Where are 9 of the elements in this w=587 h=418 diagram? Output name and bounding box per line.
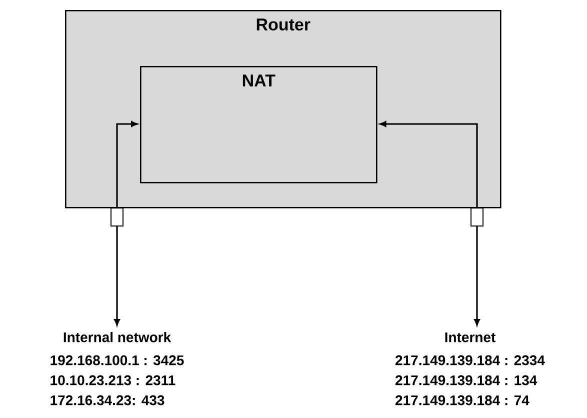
network-text: Internet 217.149.139.184 : 2334 217.149.139.184 : 134 217.149.139.184 : 74	[396, 332, 545, 406]
nat-box: NAT	[140, 66, 378, 184]
network-text: Internal network 192.168.100.1 : 3425 10.10.23.213 : 2311 172.16.34.23: 433	[50, 332, 184, 406]
arrow	[114, 226, 120, 326]
arrow	[474, 226, 480, 326]
port-box	[470, 208, 484, 226]
port-box	[110, 208, 124, 226]
arrow	[116, 121, 138, 208]
arrow	[380, 121, 478, 208]
